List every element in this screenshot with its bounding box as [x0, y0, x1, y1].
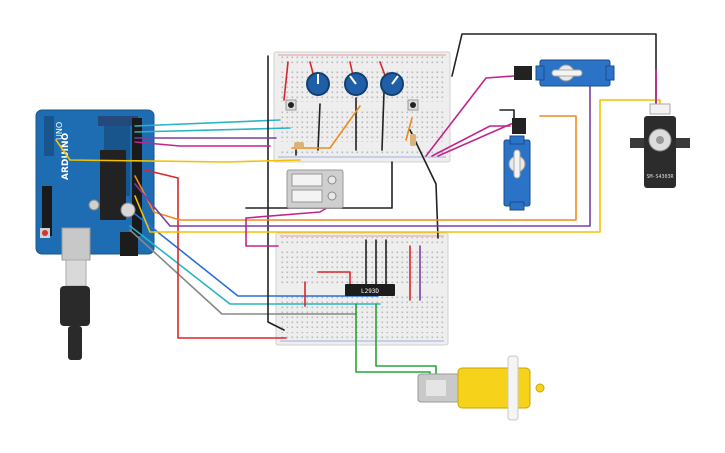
dc-gear-motor[interactable] [417, 355, 545, 421]
wire-black-8[interactable] [381, 91, 385, 151]
potentiometer-2[interactable] [344, 72, 368, 96]
wire-magenta-5[interactable] [431, 125, 511, 157]
wire-orange-3[interactable] [405, 117, 413, 141]
wire-magenta-4[interactable] [425, 75, 515, 157]
wire-orange-2[interactable] [291, 105, 361, 149]
potentiometer-1[interactable] [306, 72, 330, 96]
pushbutton-1[interactable] [285, 99, 297, 111]
wire-magenta-6[interactable] [437, 119, 521, 157]
wire-yellow-1[interactable] [55, 139, 301, 163]
resistor-2 [410, 134, 416, 146]
wire-magenta-1[interactable] [245, 217, 279, 247]
resistor-1 [294, 142, 304, 148]
switch-module[interactable] [286, 169, 344, 209]
large-servo-label: SM-S4303R [646, 174, 674, 180]
micro-servo-middle[interactable] [503, 118, 531, 211]
l293d-driver-chip[interactable]: L293D [345, 284, 395, 296]
wire-cyan-3[interactable] [129, 225, 381, 305]
usb-cable [60, 227, 138, 360]
micro-servo-top[interactable] [514, 59, 615, 87]
wire-green-2[interactable] [375, 303, 437, 381]
pushbutton-2[interactable] [407, 99, 419, 111]
wire-yellow-2[interactable] [134, 99, 661, 233]
arduino-uno-board[interactable]: ARDUINO UNO [35, 109, 155, 255]
wire-black-2[interactable] [267, 55, 285, 331]
wire-cyan-2[interactable] [134, 127, 291, 133]
potentiometer-3[interactable] [380, 72, 404, 96]
wire-red-1[interactable] [144, 169, 287, 339]
large-servo[interactable]: SM-S4303R [630, 103, 690, 188]
wire-blue-1[interactable] [134, 213, 379, 297]
arduino-brand-text: UNO [55, 122, 64, 140]
wire-gray-1[interactable] [129, 229, 357, 315]
wire-magenta-3[interactable] [134, 141, 271, 147]
wire-cyan-1[interactable] [134, 119, 281, 127]
driver-chip-label: L293D [361, 288, 379, 295]
wire-black-6[interactable] [317, 103, 321, 151]
wire-orange-1[interactable] [134, 115, 577, 221]
arduino-logo-text: ARDUINO [61, 132, 71, 180]
wire-red-4[interactable] [283, 61, 289, 101]
